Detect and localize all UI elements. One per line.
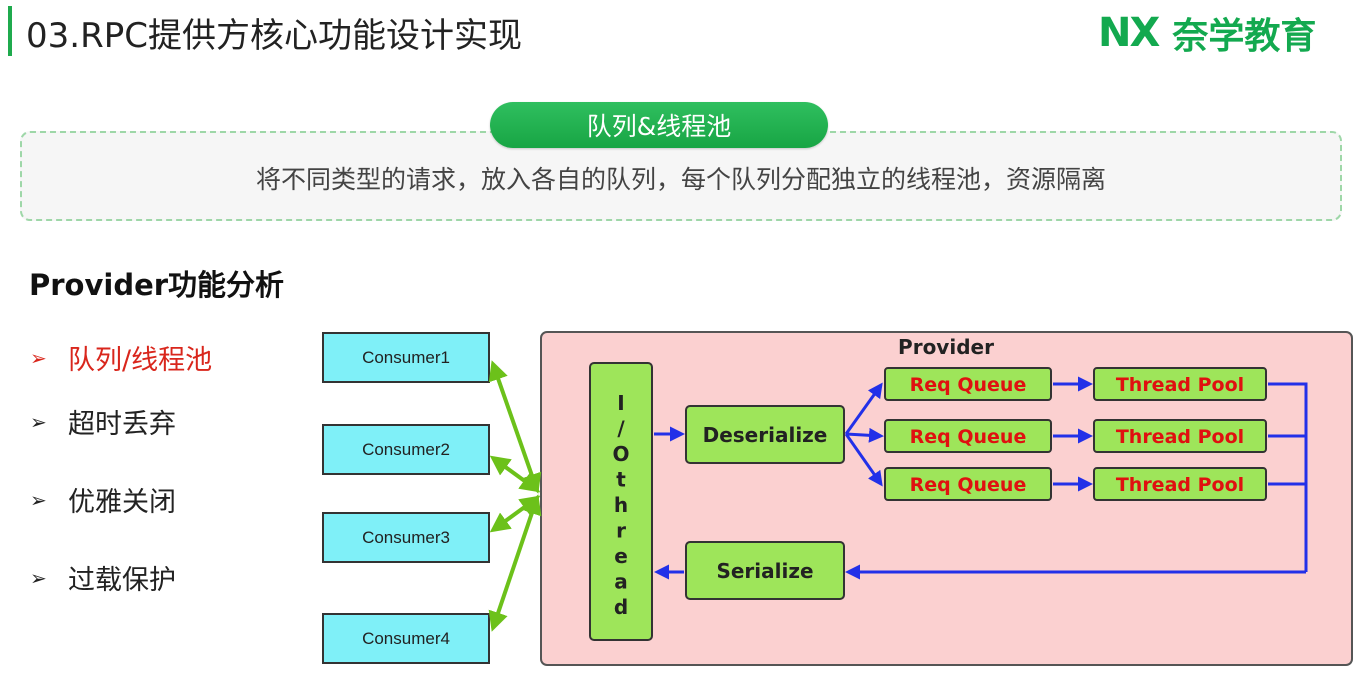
io-thread-label-char: a [614,570,628,594]
logo-text: 奈学教育 [1172,16,1317,57]
req-queue-label: Req Queue [910,426,1027,448]
pool1-return-line [1268,382,1308,572]
section-title: Provider功能分析 [29,268,285,302]
deserialize-node: Deserialize [685,405,845,464]
thread-pool-node-1: Thread Pool [1093,367,1267,401]
req-queue-node-3: Req Queue [884,467,1052,501]
thread-pool-label: Thread Pool [1116,474,1244,496]
arrow-bullet-icon: ➢ [30,487,47,512]
io-thread-label-char: t [616,468,626,492]
deserialize-to-queue2-arrow [845,427,884,443]
provider-label: Provider [898,335,994,359]
arrow-bullet-icon: ➢ [30,345,47,370]
connector-consumer4 [488,494,542,632]
feature-item-overload-protection[interactable]: ➢ 过载保护 [30,558,176,597]
req-queue-node-2: Req Queue [884,419,1052,453]
consumer-label: Consumer3 [362,528,450,547]
io-thread-label-char: e [614,544,628,568]
thread-pool-label: Thread Pool [1116,374,1244,396]
thread-pool-node-3: Thread Pool [1093,467,1267,501]
io-thread-label-char: / [617,417,625,441]
feature-item-queue-threadpool[interactable]: ➢ 队列/线程池 [30,338,212,377]
page-title: 03.RPC提供方核心功能设计实现 [26,16,522,56]
consumer-node-4: Consumer4 [322,613,490,664]
feature-item-label: 过载保护 [68,565,176,596]
req-queue-label: Req Queue [910,474,1027,496]
arrow-bullet-icon: ➢ [30,565,47,590]
io-thread-label-char: d [614,595,628,619]
title-accent-bar [8,6,12,56]
consumer-label: Consumer4 [362,629,450,648]
connector-consumer1 [488,360,542,494]
note-text: 将不同类型的请求，放入各自的队列，每个队列分配独立的线程池，资源隔离 [255,165,1106,194]
consumer-node-2: Consumer2 [322,424,490,475]
req-queue-label: Req Queue [910,374,1027,396]
feature-item-timeout-discard[interactable]: ➢ 超时丢弃 [30,402,176,441]
serialize-label: Serialize [716,559,813,583]
note-pill-label: 队列&线程池 [490,102,828,148]
deserialize-to-queue1-arrow [844,382,883,435]
req-queue-node-1: Req Queue [884,367,1052,401]
thread-pool-node-2: Thread Pool [1093,419,1267,453]
brand-logo: NX 奈学教育 [1098,10,1317,57]
logo-mark: NX [1098,10,1160,56]
feature-item-label: 队列/线程池 [68,345,213,376]
io-thread-label-char: h [614,493,628,517]
feature-item-label: 超时丢弃 [68,409,176,440]
consumer-node-1: Consumer1 [322,332,490,383]
connector-consumer2 [489,455,541,493]
io-thread-label-char: I [617,391,624,415]
io-thread-label-char: O [612,442,629,466]
serialize-node: Serialize [685,541,845,600]
consumer-io-connectors [488,360,542,632]
deserialize-to-queue3-arrow [844,433,883,487]
deserialize-label: Deserialize [703,423,828,447]
consumer-node-3: Consumer3 [322,512,490,563]
flow-connectors [654,376,1308,580]
feature-item-graceful-shutdown[interactable]: ➢ 优雅关闭 [30,480,176,519]
io-thread-label-char: r [616,519,626,543]
arrow-bullet-icon: ➢ [30,409,47,434]
consumer-label: Consumer1 [362,348,450,367]
consumer-label: Consumer2 [362,440,450,459]
thread-pool-label: Thread Pool [1116,426,1244,448]
feature-item-label: 优雅关闭 [68,487,176,518]
